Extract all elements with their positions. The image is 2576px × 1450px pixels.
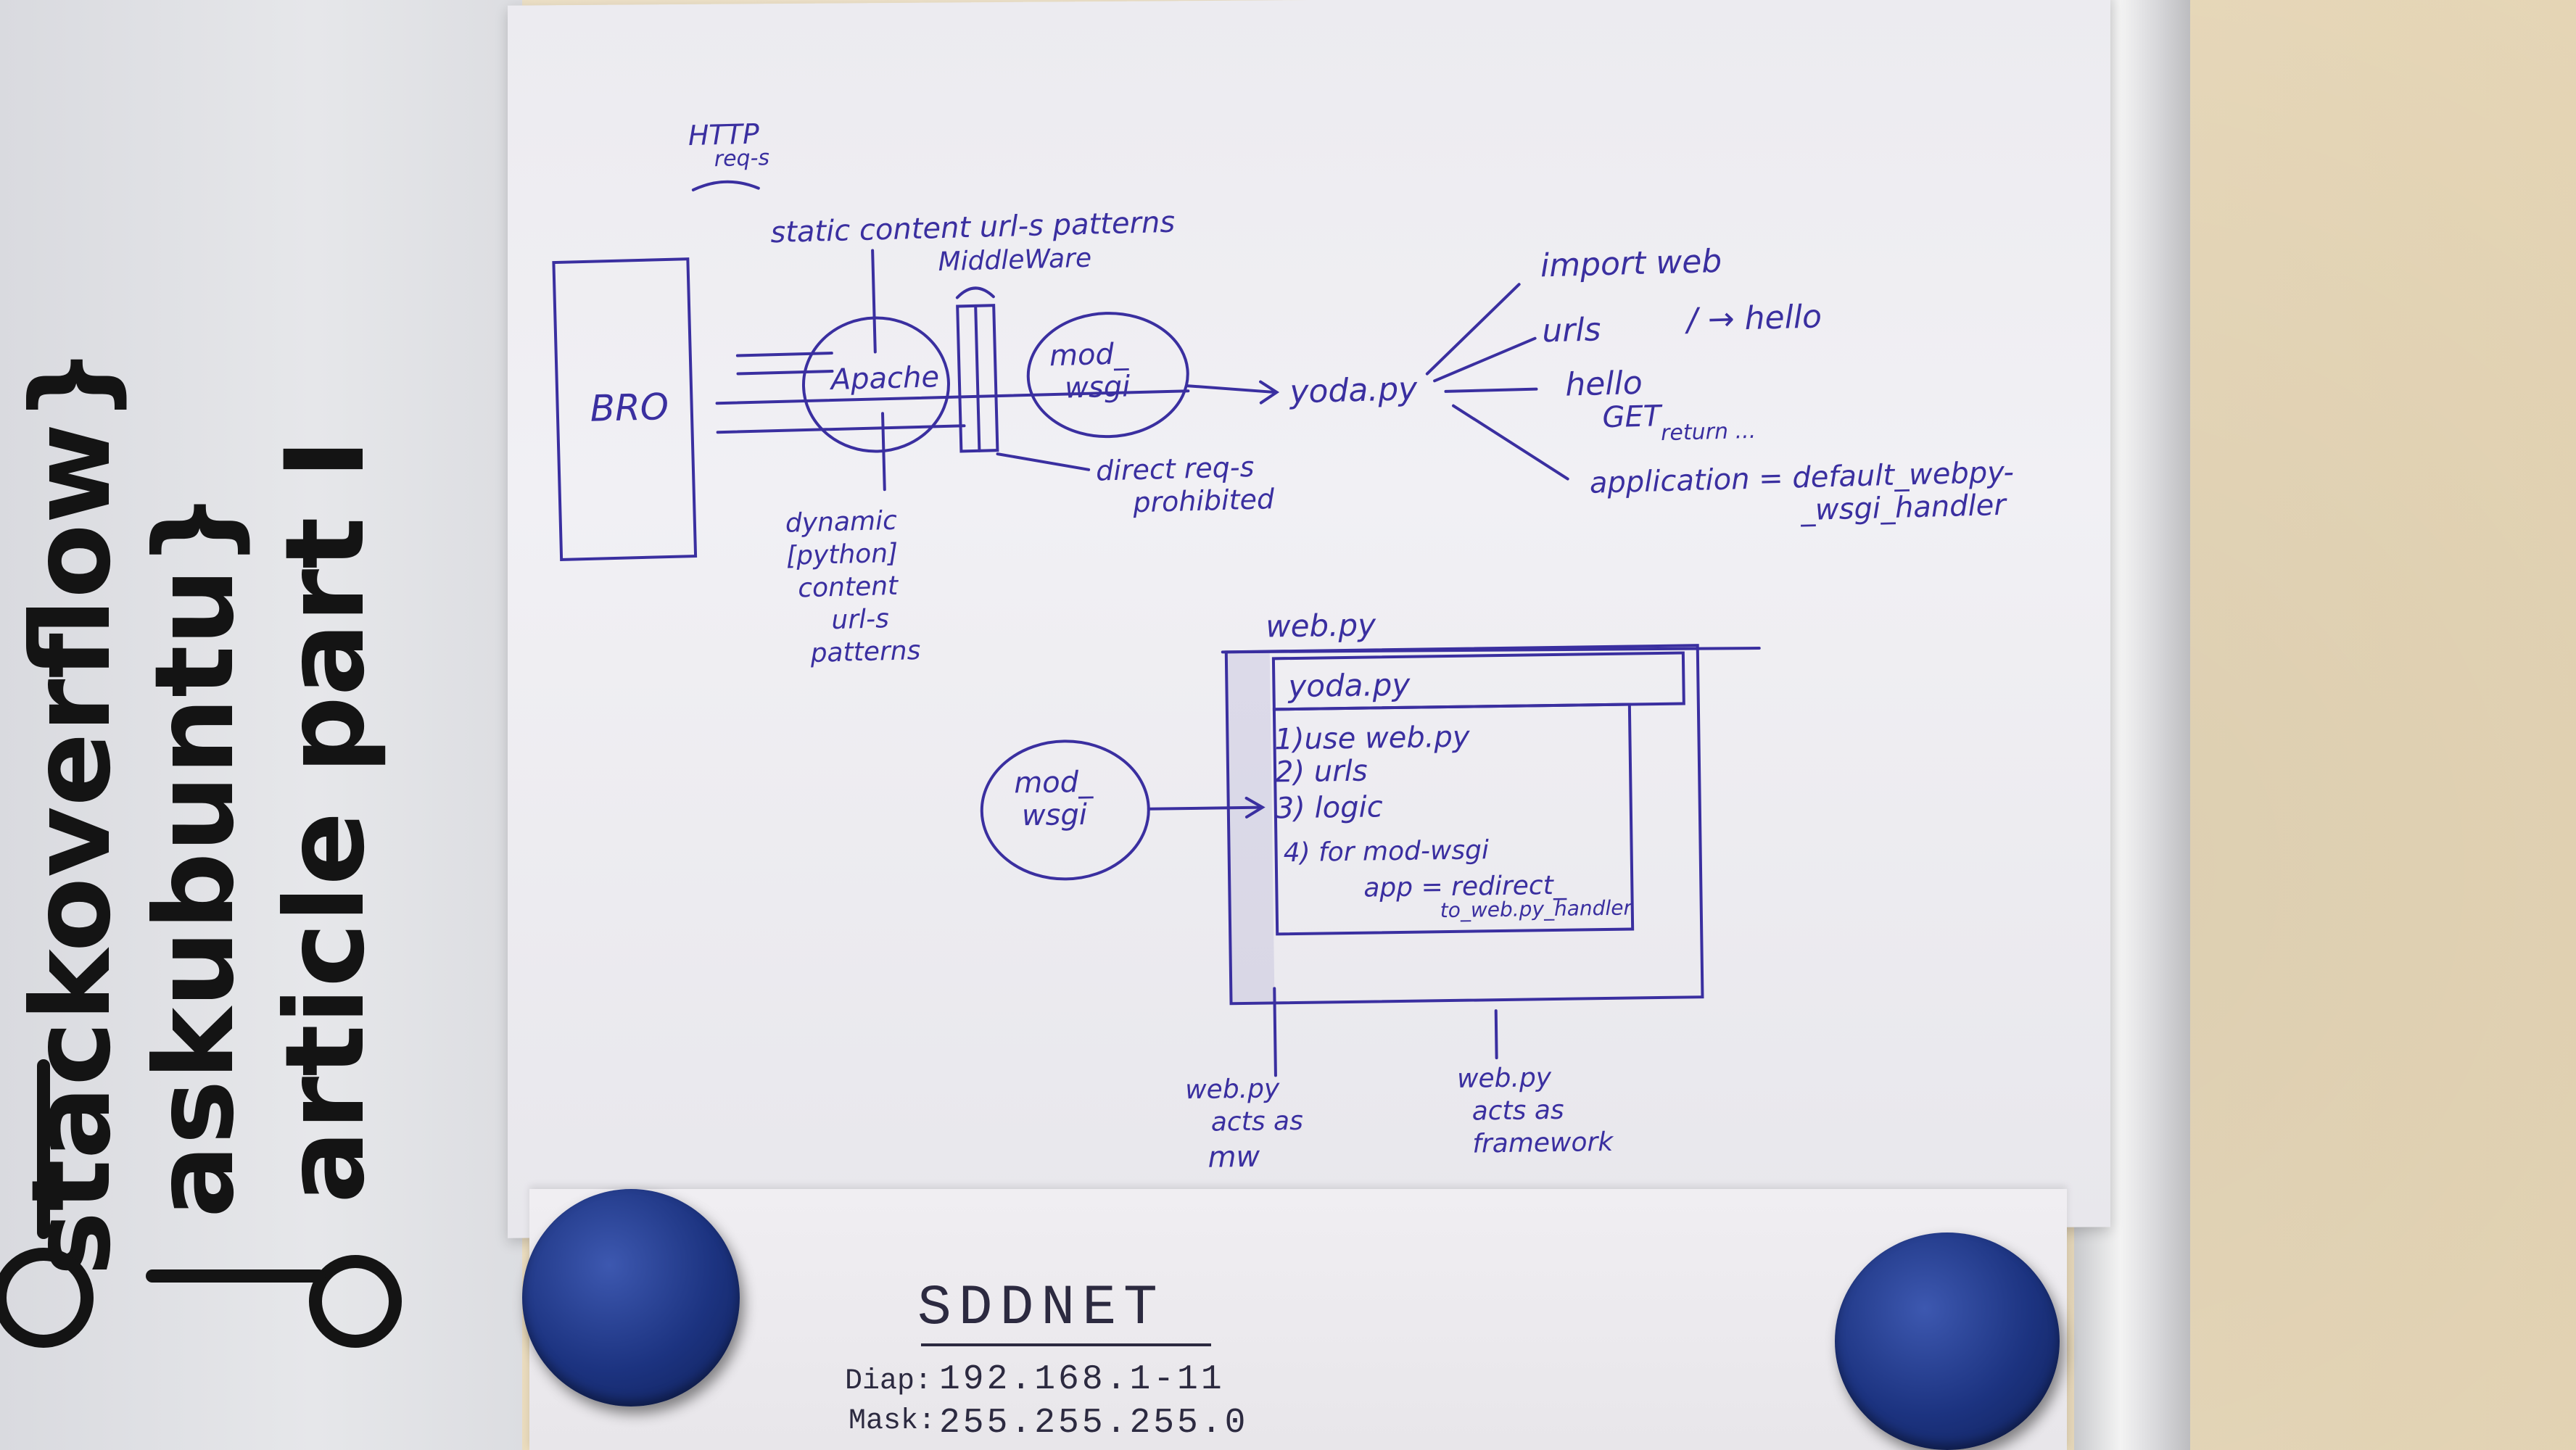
- bracket-circle-2: [309, 1255, 402, 1348]
- reqs-label: req-s: [714, 145, 769, 172]
- whiteboard: [0, 0, 522, 1450]
- mw-pointer: [1273, 987, 1277, 1077]
- request-arrow-2: [736, 370, 834, 376]
- dynamic-label-3: content: [798, 571, 900, 604]
- browser-label: BRO: [590, 386, 669, 430]
- dynamic-label-2: [python]: [786, 539, 899, 571]
- request-arrow-3: [715, 389, 1190, 405]
- mw-note-2: acts as: [1211, 1106, 1304, 1138]
- step-3: 3) logic: [1275, 790, 1382, 825]
- mw-note-1: web.py: [1185, 1074, 1280, 1105]
- whiteboard-note: stackoverflow} askubuntu} article part I: [0, 346, 402, 1348]
- dynamic-label-4: url-s: [831, 604, 889, 635]
- webpy-outer-box: [1224, 644, 1704, 1006]
- arrowhead-yoda: [1259, 380, 1280, 405]
- top-diagram: HTTP req-s static content url-s patterns…: [552, 118, 2014, 668]
- branch-application: [1452, 404, 1569, 481]
- step-4b: app = redirect_: [1363, 871, 1567, 903]
- branch-urls: [1433, 336, 1537, 383]
- whiteboard-line-3: article part I: [263, 439, 389, 1204]
- modwsgi-label-bottom-1: mod_: [1014, 766, 1094, 800]
- webpy-title: web.py: [1266, 607, 1377, 644]
- diap-label: Diap:: [845, 1365, 932, 1398]
- urls-label: urls: [1542, 311, 1601, 349]
- dynamic-pointer: [881, 412, 886, 492]
- bottom-diagram: web.py yoda.py 1)use web.py 2) urls 3) l…: [980, 607, 1761, 1174]
- modwsgi-to-webpy-arrow: [1147, 805, 1263, 811]
- magnet-right: [1835, 1232, 2060, 1450]
- webpy-hatched-strip: [1226, 651, 1275, 1004]
- middleware-bar-mid: [974, 304, 981, 452]
- step-4c: to_web.py_handler: [1440, 895, 1633, 922]
- modwsgi-circle-top: [1026, 312, 1189, 439]
- step-4: 4) for mod-wsgi: [1283, 835, 1489, 868]
- step-1: 1)use web.py: [1274, 721, 1471, 757]
- yoda-label: yoda.py: [1288, 370, 1419, 411]
- branch-hello: [1444, 387, 1538, 393]
- modwsgi-label-bottom-2: wsgi: [1022, 798, 1088, 832]
- import-label: import web: [1540, 243, 1722, 285]
- yoda-inner-box: [1272, 703, 1635, 936]
- return-label: return ...: [1661, 418, 1756, 446]
- arrowhead-webpy: [1244, 796, 1266, 819]
- fw-note-1: web.py: [1457, 1063, 1552, 1094]
- mask-value: 255.255.255.0: [939, 1404, 1248, 1443]
- whiteboard-line-1: stackoverflow}: [9, 346, 135, 1276]
- request-arrow-1: [735, 352, 833, 357]
- browser-box: [552, 257, 698, 561]
- direct-label-2: prohibited: [1132, 483, 1276, 518]
- middleware-brace: [955, 286, 995, 299]
- modwsgi-label-top-1: mod_: [1049, 337, 1129, 373]
- direct-pointer: [996, 452, 1091, 471]
- step-2: 2) urls: [1275, 755, 1368, 790]
- magnet-left: [522, 1189, 740, 1406]
- fw-note-2: acts as: [1471, 1095, 1564, 1127]
- network-title: SDDNET: [917, 1277, 1165, 1341]
- fw-pointer: [1494, 1009, 1498, 1060]
- application-label-2: _wsgi_handler: [1799, 489, 2007, 527]
- yoda-box-label: yoda.py: [1287, 667, 1411, 704]
- diap-value: 192.168.1-11: [939, 1360, 1225, 1399]
- mw-note-3: mw: [1208, 1140, 1260, 1174]
- urls-map: / → hello: [1683, 298, 1822, 339]
- dynamic-label-5: patterns: [809, 636, 921, 668]
- request-arrow-4: [716, 424, 966, 434]
- get-label: GET: [1602, 399, 1664, 434]
- apache-label: Apache: [828, 360, 939, 397]
- branch-import: [1425, 283, 1521, 376]
- http-label: HTTP: [688, 118, 759, 152]
- modwsgi-to-yoda-arrow: [1186, 384, 1277, 394]
- http-brace: [691, 180, 760, 191]
- static-label: static content url-s patterns: [770, 206, 1176, 250]
- static-pointer: [871, 249, 877, 354]
- bracket-circle-1: [0, 1248, 94, 1348]
- lower-sheet-text: SDDNET Diap: 192.168.1-11 Mask: 255.255.…: [845, 1277, 1248, 1443]
- hello-label: hello: [1565, 365, 1643, 404]
- fw-note-3: framework: [1472, 1127, 1615, 1159]
- whiteboard-line-2: askubuntu}: [132, 491, 258, 1218]
- direct-label-1: direct req-s: [1096, 451, 1255, 487]
- dynamic-label-1: dynamic: [785, 506, 897, 539]
- paper-sheet-lower: [529, 1189, 2067, 1450]
- mask-label: Mask:: [849, 1405, 936, 1438]
- middleware-label: MiddleWare: [938, 244, 1092, 278]
- modwsgi-label-top-2: wsgi: [1065, 370, 1131, 405]
